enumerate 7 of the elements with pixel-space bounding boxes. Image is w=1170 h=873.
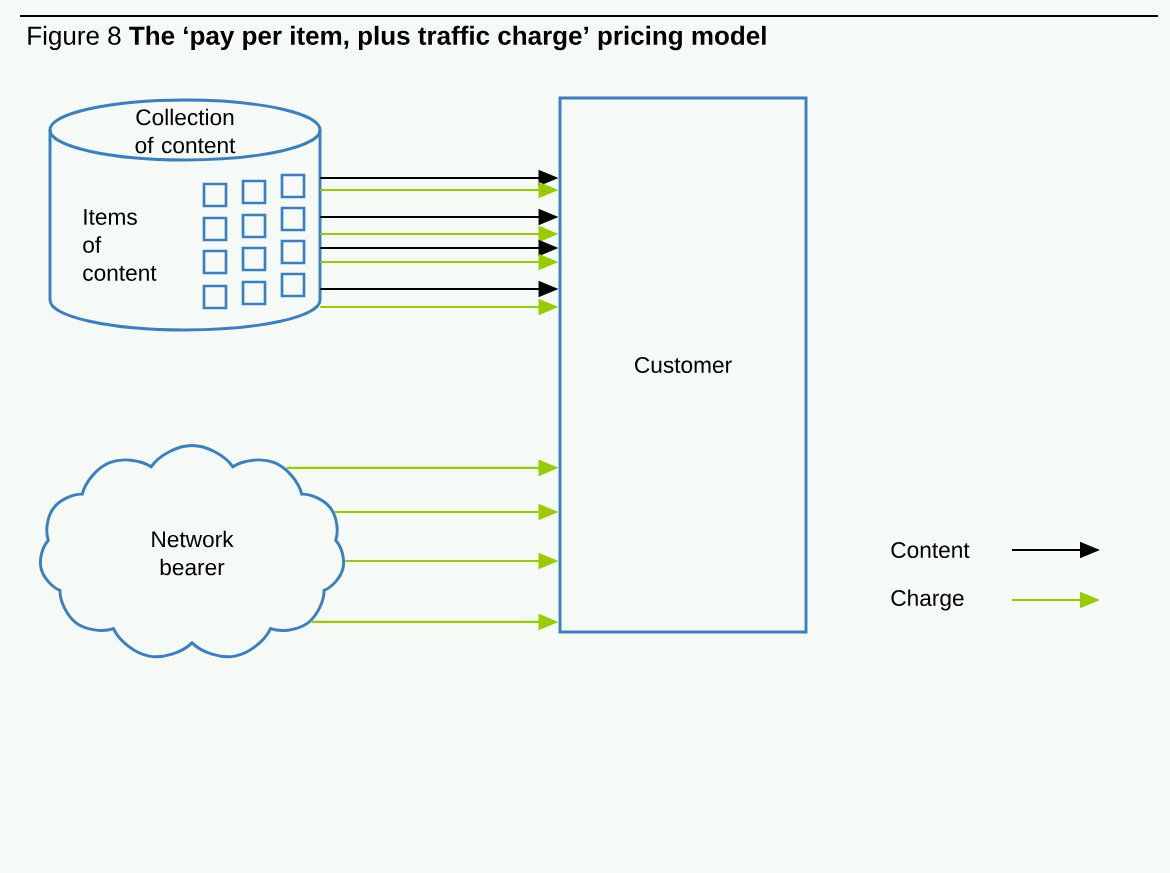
network-cloud: Network bearer <box>39 444 345 659</box>
figure-title: Figure 8 The ‘pay per item, plus traffic charge’ pricing model <box>28 25 766 51</box>
database-cylinder: Collection of content Items of content <box>48 98 322 332</box>
legend-label: Content <box>891 541 970 559</box>
node-label: Items of content <box>83 209 157 281</box>
customer-box: Customer <box>558 96 808 634</box>
legend-label: Charge <box>891 589 964 611</box>
